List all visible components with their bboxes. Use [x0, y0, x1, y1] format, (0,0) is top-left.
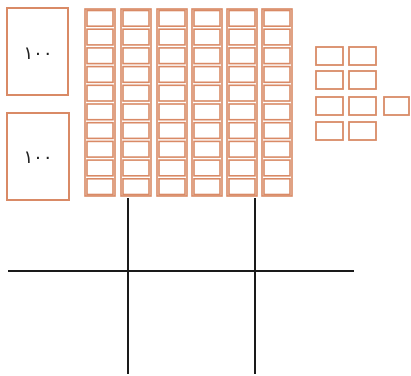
ten-rod-outline	[157, 9, 187, 196]
ten-rod-cell	[194, 48, 220, 64]
one-unit-single	[384, 97, 409, 115]
tens-rods	[85, 9, 292, 196]
ten-rod-cell	[229, 123, 255, 139]
hundreds-blocks: ١٠٠ ١٠٠	[7, 8, 69, 200]
ten-rod-cell	[159, 179, 185, 195]
ten-rod-cell	[264, 85, 290, 101]
ten-rod-cell	[264, 160, 290, 176]
ones-units	[316, 47, 409, 140]
one-unit	[316, 122, 343, 140]
ten-rod-4	[192, 9, 222, 196]
one-unit	[349, 47, 376, 65]
ten-rod-cell	[87, 85, 113, 101]
ten-rod-cell	[159, 29, 185, 45]
ten-rod-cell	[229, 104, 255, 120]
ten-rod-cell	[229, 160, 255, 176]
ten-rod-cell	[123, 141, 149, 157]
ten-rod-cell	[159, 48, 185, 64]
ten-rod-cell	[264, 48, 290, 64]
ten-rod-cell	[264, 104, 290, 120]
ten-rod-cell	[123, 11, 149, 27]
ten-rod-cell	[229, 67, 255, 83]
ten-rod-cell	[194, 141, 220, 157]
one-unit	[316, 47, 343, 65]
ten-rod-outline	[227, 9, 257, 196]
ten-rod-cell	[264, 11, 290, 27]
ten-rod-cell	[194, 160, 220, 176]
ten-rod-cell	[123, 67, 149, 83]
ten-rod-outline	[121, 9, 151, 196]
ten-rod-cell	[159, 104, 185, 120]
one-unit	[316, 97, 343, 115]
ten-rod-cell	[87, 160, 113, 176]
ten-rod-cell	[194, 179, 220, 195]
hundred-label-1: ١٠٠	[23, 43, 52, 64]
ten-rod-cell	[87, 11, 113, 27]
ten-rod-cell	[194, 85, 220, 101]
ten-rod-cell	[123, 160, 149, 176]
ten-rod-cell	[229, 48, 255, 64]
ten-rod-cell	[194, 11, 220, 27]
ten-rod-cell	[159, 160, 185, 176]
ten-rod-cell	[229, 11, 255, 27]
ten-rod-cell	[264, 123, 290, 139]
ten-rod-outline	[85, 9, 115, 196]
ten-rod-cell	[87, 179, 113, 195]
ten-rod-outline	[192, 9, 222, 196]
ten-rod-cell	[87, 104, 113, 120]
ten-rod-cell	[264, 67, 290, 83]
one-unit	[349, 71, 376, 89]
ten-rod-cell	[194, 29, 220, 45]
ten-rod-1	[85, 9, 115, 196]
one-unit	[349, 122, 376, 140]
ten-rod-cell	[194, 67, 220, 83]
ten-rod-cell	[87, 141, 113, 157]
ten-rod-cell	[194, 104, 220, 120]
ten-rod-2	[121, 9, 151, 196]
ten-rod-cell	[229, 85, 255, 101]
ten-rod-cell	[194, 123, 220, 139]
ten-rod-cell	[264, 141, 290, 157]
ten-rod-cell	[87, 48, 113, 64]
ten-rod-cell	[123, 123, 149, 139]
ten-rod-cell	[87, 123, 113, 139]
ten-rod-cell	[87, 29, 113, 45]
ten-rod-6	[262, 9, 292, 196]
ten-rod-5	[227, 9, 257, 196]
one-unit	[316, 71, 343, 89]
ten-rod-cell	[229, 141, 255, 157]
ten-rod-3	[157, 9, 187, 196]
ten-rod-cell	[123, 29, 149, 45]
one-unit	[349, 97, 376, 115]
ten-rod-outline	[262, 9, 292, 196]
ten-rod-cell	[123, 48, 149, 64]
ten-rod-cell	[264, 179, 290, 195]
ten-rod-cell	[229, 29, 255, 45]
ten-rod-cell	[159, 141, 185, 157]
ten-rod-cell	[264, 29, 290, 45]
ten-rod-cell	[123, 85, 149, 101]
ten-rod-cell	[229, 179, 255, 195]
ten-rod-cell	[87, 67, 113, 83]
place-value-chart-lines	[8, 198, 354, 374]
ten-rod-cell	[159, 123, 185, 139]
ten-rod-cell	[159, 67, 185, 83]
ten-rod-cell	[159, 11, 185, 27]
ten-rod-cell	[159, 85, 185, 101]
hundred-label-2: ١٠٠	[23, 147, 52, 168]
ten-rod-cell	[123, 104, 149, 120]
ten-rod-cell	[123, 179, 149, 195]
